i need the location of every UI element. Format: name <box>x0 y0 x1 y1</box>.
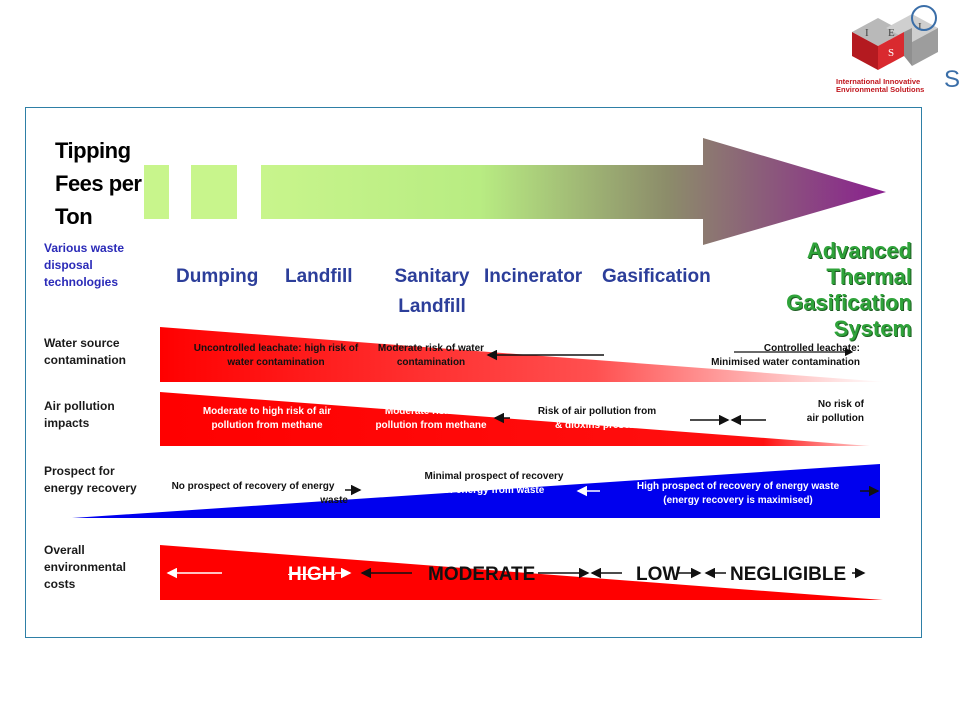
air-high-line-2: pollution from methane <box>211 420 323 431</box>
cost-low-text: LOW <box>636 564 681 585</box>
air-low-line-2: & dioxins present <box>555 420 639 431</box>
row-label-technologies-line-2: disposal <box>44 258 93 272</box>
energy-none-text: No prospect of recovery of energy waste <box>158 480 348 508</box>
cost-negligible-text: NEGLIGIBLE <box>730 564 847 585</box>
energy-minimal-line-2: of energy from waste <box>443 485 545 496</box>
water-high-line-2: water contamination <box>227 357 325 368</box>
tech-sanitary-landfill: Sanitary Landfill <box>394 266 470 317</box>
atgs-line-2: Thermal <box>826 264 912 289</box>
tipping-fees-line-3: Ton <box>55 204 93 229</box>
water-high-line-1: Uncontrolled leachate: high risk of <box>193 343 359 354</box>
svg-text:I: I <box>918 21 922 33</box>
water-low-text: Controlled leachate: Minimised water con… <box>670 342 860 370</box>
water-low-line-1: Controlled leachate: <box>763 343 860 354</box>
row-label-technologies: Various waste disposal technologies <box>44 240 124 291</box>
water-low-line-2: Minimised water contamination <box>711 357 860 368</box>
row-label-costs-line-2: environmental <box>44 560 127 574</box>
tipping-fees-line-1: Tipping <box>55 138 131 163</box>
atgs-line-3: Gasification <box>786 290 912 315</box>
logo-tagline: International Innovative Environmental S… <box>836 78 954 94</box>
air-high-line-1: Moderate to high risk of air <box>202 406 332 417</box>
water-moderate-line-2: contamination <box>396 357 466 368</box>
energy-none-line-1: No prospect of recovery of energy <box>171 481 335 492</box>
energy-high-line-1: High prospect of recovery of energy wast… <box>636 481 840 492</box>
row-label-water: Water source contamination <box>44 335 126 369</box>
air-moderate-text: Moderate risk of air pollution from meth… <box>356 405 506 433</box>
tech-landfill: Landfill <box>285 266 353 287</box>
tipping-fees-line-2: Fees per <box>55 171 142 196</box>
energy-recovery-wedge <box>72 464 880 518</box>
tipping-fee-arrow <box>144 138 886 245</box>
air-none-text: No risk of air pollution <box>780 398 864 426</box>
row-label-costs-line-1: Overall <box>44 543 85 557</box>
row-label-energy: Prospect for energy recovery <box>44 463 137 497</box>
air-low-line-1: Risk of air pollution from <box>537 406 657 417</box>
water-high-text: Uncontrolled leachate: high risk of wate… <box>160 342 392 370</box>
svg-text:E: E <box>888 27 895 39</box>
row-label-costs-line-3: costs <box>44 577 76 591</box>
cost-moderate-text: MODERATE <box>428 564 536 585</box>
energy-minimal-line-1: Minimal prospect of recovery <box>424 471 564 482</box>
air-none-line-1: No risk of <box>817 399 864 410</box>
logo-cube-icon: I E I S <box>852 5 938 70</box>
svg-text:I: I <box>865 27 869 39</box>
air-low-text: Risk of air pollution from & dioxins pre… <box>512 405 682 433</box>
tech-gasification: Gasification <box>602 266 711 287</box>
atgs-line-1: Advanced <box>806 238 912 263</box>
row-label-costs: Overall environmental costs <box>44 542 126 593</box>
tipping-fees-label: Tipping Fees per Ton <box>55 134 142 233</box>
energy-none-line-2: waste <box>320 495 348 506</box>
air-moderate-line-1: Moderate risk of air <box>384 406 478 417</box>
air-high-text: Moderate to high risk of air pollution f… <box>178 405 356 433</box>
water-moderate-text: Moderate risk of water contamination <box>366 342 496 370</box>
svg-text:S: S <box>888 47 894 59</box>
company-logo: I E I S <box>832 4 958 100</box>
tech-advanced-thermal-gasification: Advanced Thermal Gasification System <box>770 238 912 342</box>
logo-trailing-letter: S <box>944 66 960 93</box>
diagram-frame <box>25 107 922 638</box>
row-label-water-line-1: Water source <box>44 336 120 350</box>
row-label-energy-line-1: Prospect for <box>44 464 115 478</box>
cost-high-text: HIGH <box>288 564 336 585</box>
row-label-energy-line-2: energy recovery <box>44 481 137 495</box>
atgs-line-4: System <box>833 316 912 341</box>
tech-dumping: Dumping <box>176 266 259 287</box>
air-moderate-line-2: pollution from methane <box>375 420 487 431</box>
row-label-air-line-1: Air pollution <box>44 399 115 413</box>
row-label-technologies-line-1: Various waste <box>44 241 125 255</box>
air-none-line-2: air pollution <box>806 413 864 424</box>
overall-costs-wedge <box>160 545 883 600</box>
energy-minimal-text: Minimal prospect of recovery of energy f… <box>404 470 584 498</box>
air-pollution-wedge <box>160 392 870 446</box>
row-label-water-line-2: contamination <box>44 353 127 367</box>
logo-tagline-line-1: International Innovative <box>836 77 921 86</box>
energy-high-line-2: (energy recovery is maximised) <box>663 495 813 506</box>
row-label-air: Air pollution impacts <box>44 398 115 432</box>
row-label-air-line-2: impacts <box>44 416 90 430</box>
row-label-technologies-line-3: technologies <box>44 275 119 289</box>
logo-tagline-line-2: Environmental Solutions <box>836 85 925 94</box>
tech-incinerator: Incinerator <box>484 266 583 287</box>
water-moderate-line-1: Moderate risk of water <box>377 343 485 354</box>
energy-high-text: High prospect of recovery of energy wast… <box>608 480 868 508</box>
